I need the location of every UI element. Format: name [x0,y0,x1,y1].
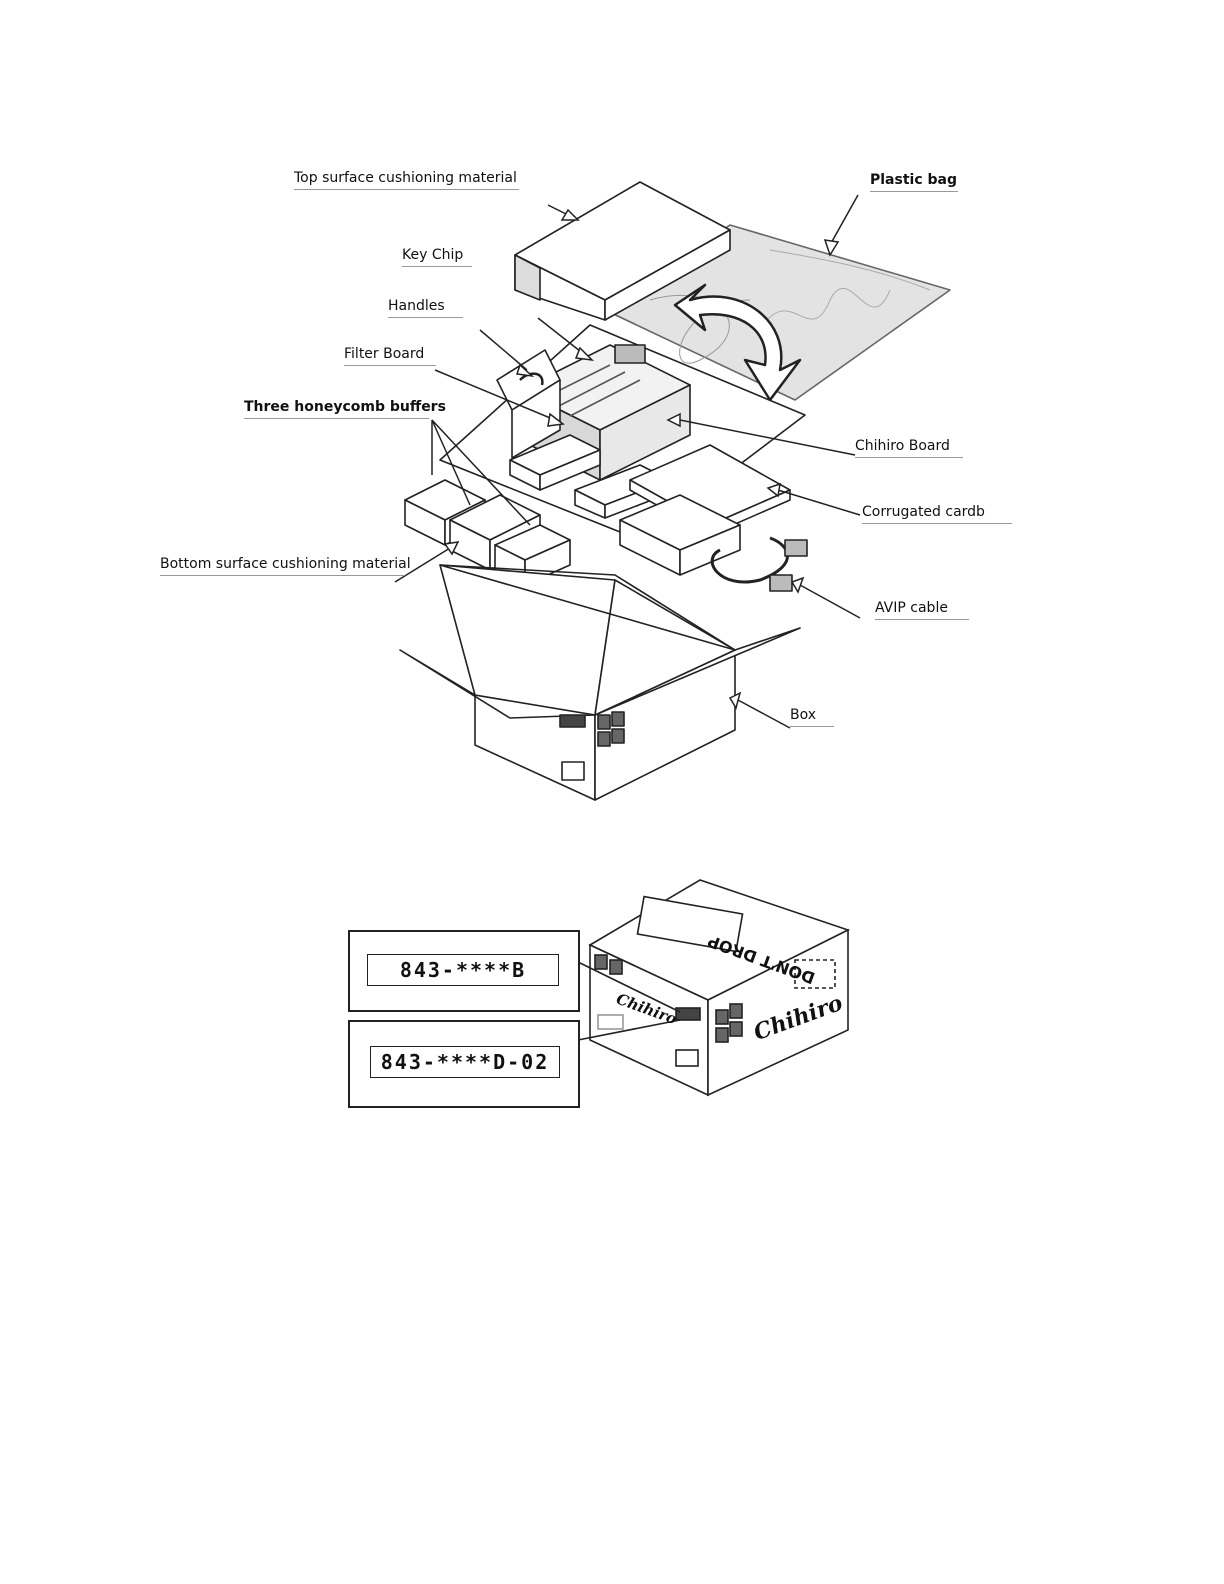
label-honeycomb-buffers: Three honeycomb buffers [244,399,429,419]
label-corrugated: Corrugated cardb [862,504,1012,524]
box-shape [400,565,800,800]
label-plastic-bag: Plastic bag [870,172,958,192]
label-filter-board: Filter Board [344,346,436,366]
label-bottom-cushion: Bottom surface cushioning material [160,556,405,576]
label-top-cushion: Top surface cushioning material [294,170,519,190]
label-key-chip: Key Chip [402,247,472,267]
label-box: Box [790,707,834,727]
code-field-top: 843-****B [367,954,559,986]
code-callout-top: 843-****B [348,930,580,1012]
label-avip-cable: AVIP cable [875,600,969,620]
code-callout-bottom: 843-****D-02 [348,1020,580,1108]
label-chihiro-board: Chihiro Board [855,438,963,458]
labelled-carton-shape [578,880,848,1095]
code-field-bottom: 843-****D-02 [370,1046,560,1078]
label-handles: Handles [388,298,463,318]
